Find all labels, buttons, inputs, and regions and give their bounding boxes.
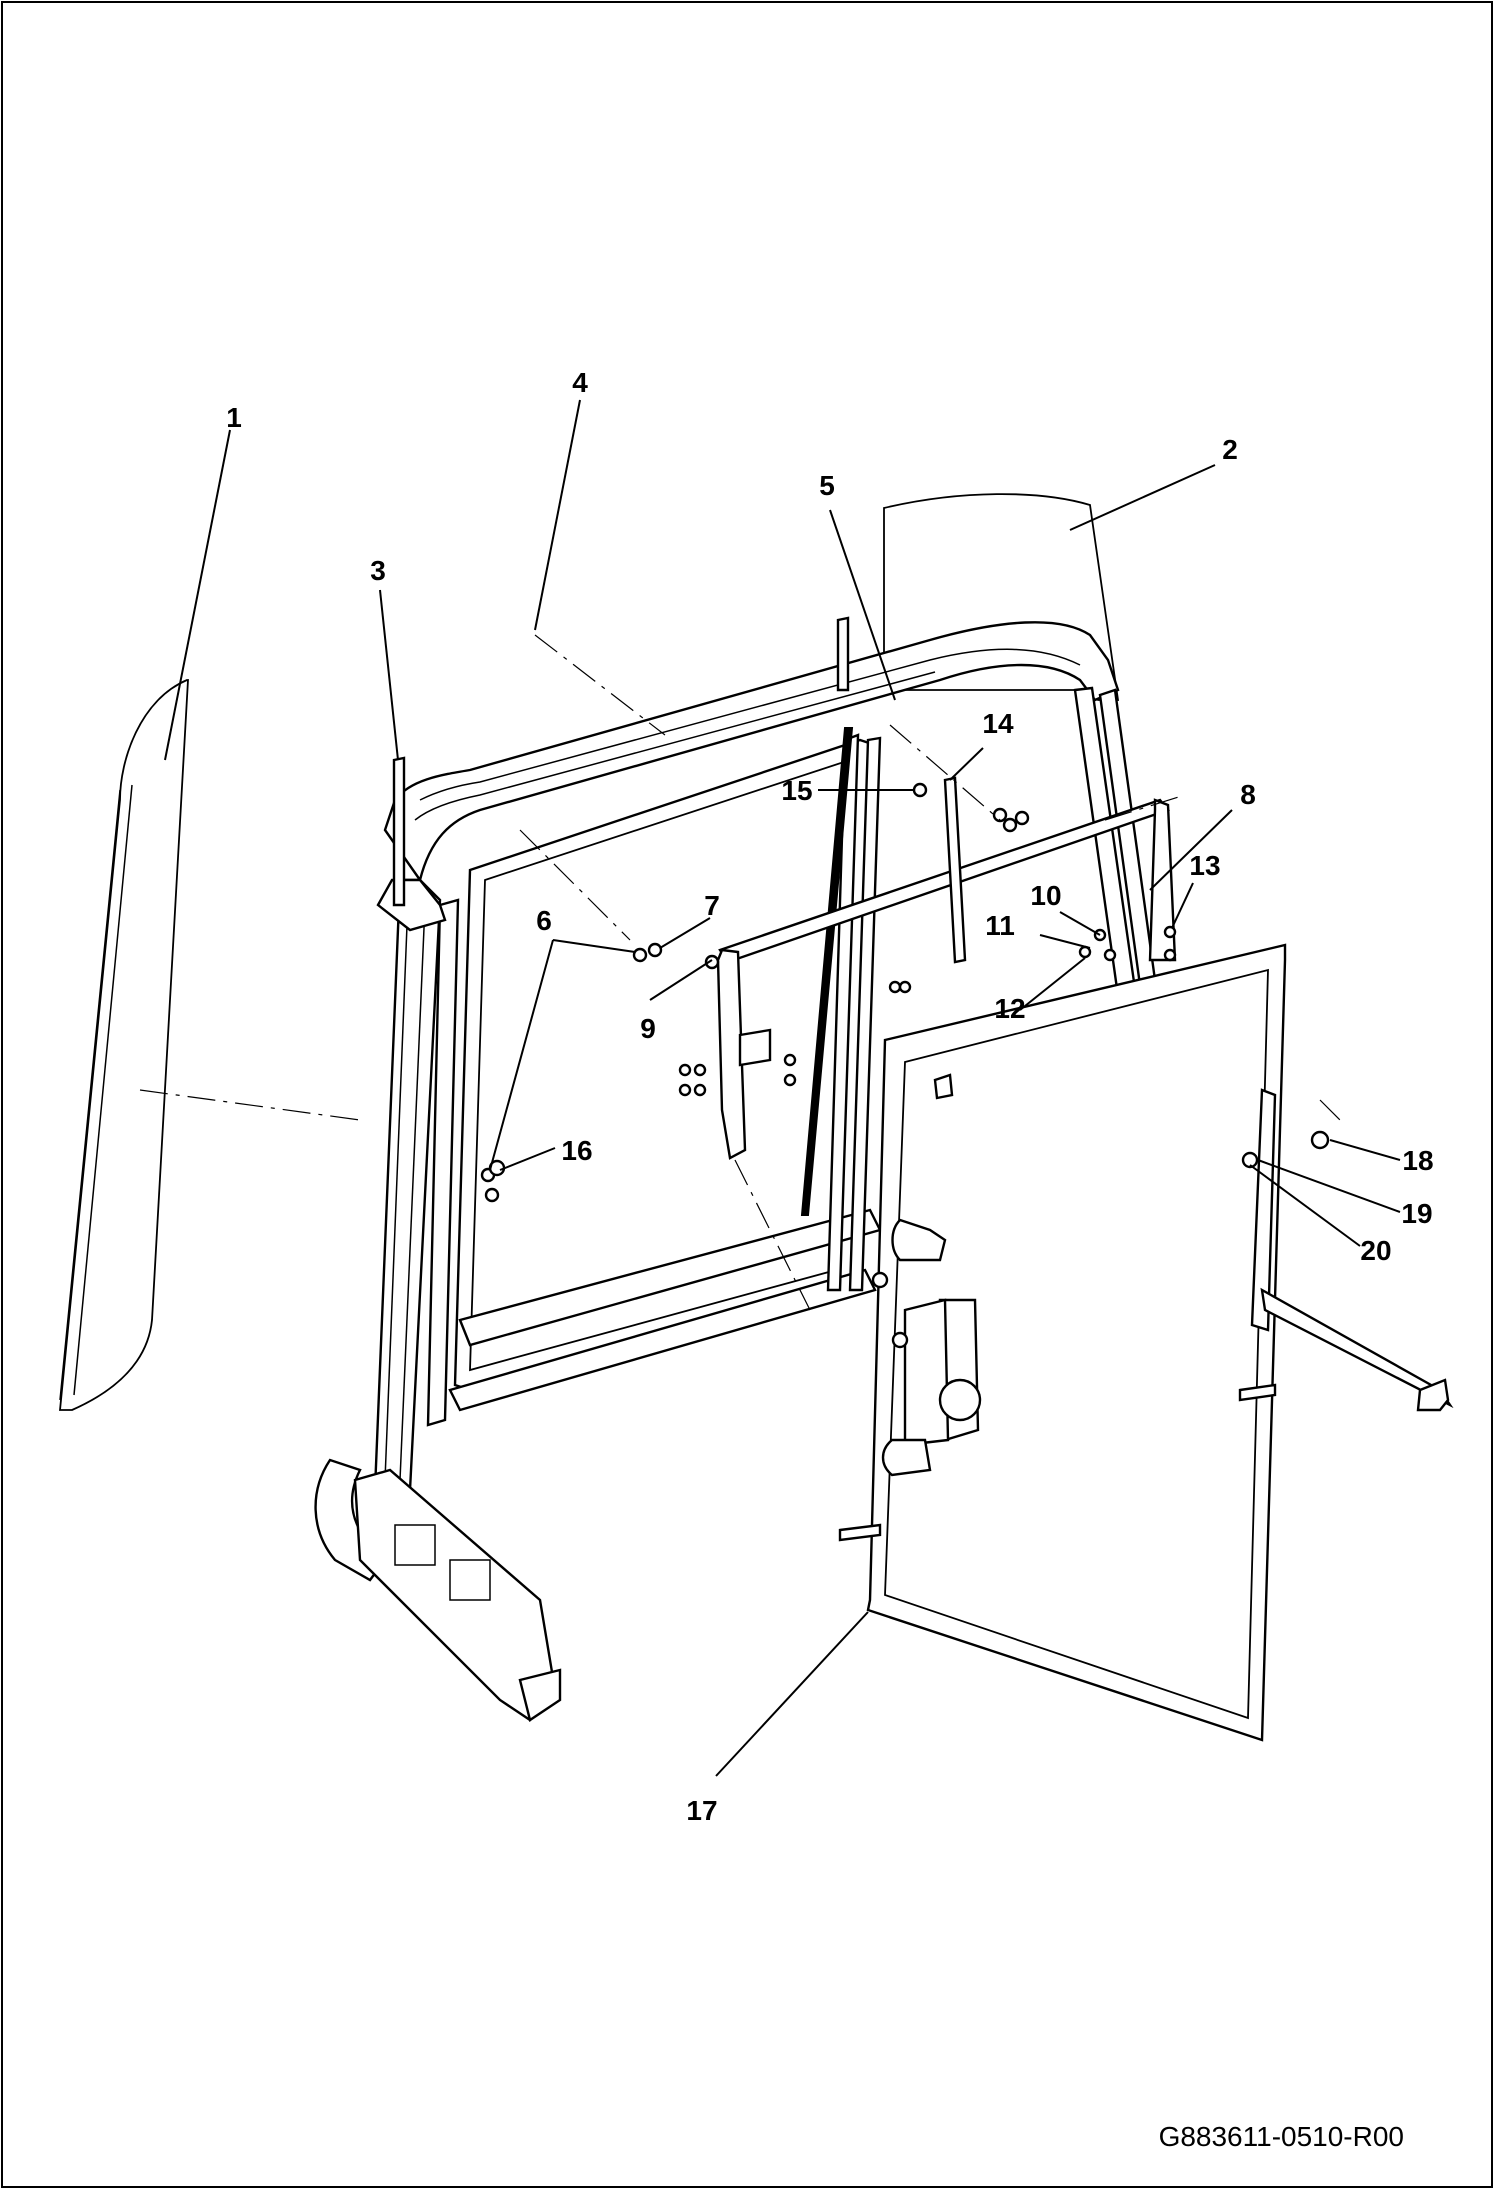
callout-8: 8 (1240, 779, 1256, 810)
callout-7: 7 (704, 890, 720, 921)
callout-2: 2 (1222, 434, 1238, 465)
callout-1: 1 (226, 402, 242, 433)
alignment-lines (139, 634, 1341, 1311)
cross-rod (716, 776, 1177, 1160)
callout-5: 5 (819, 470, 835, 501)
callout-4: 4 (572, 367, 588, 398)
drawing-code: G883611-0510-R00 (1159, 2121, 1404, 2152)
cab-frame (314, 616, 1157, 1722)
left-curved-glass-panel (59, 679, 189, 1411)
callout-17: 17 (686, 1795, 717, 1826)
callout-14: 14 (982, 708, 1014, 739)
leader-lines (164, 399, 1401, 1777)
door-panel (838, 943, 1454, 1742)
callout-labels: 1 2 3 4 5 6 7 8 9 10 11 12 13 14 15 16 1… (226, 367, 1433, 1826)
fastener-hardware (480, 782, 1330, 1349)
callout-9: 9 (640, 1013, 656, 1044)
callout-13: 13 (1189, 850, 1220, 881)
callout-15: 15 (781, 775, 812, 806)
callout-16: 16 (561, 1135, 592, 1166)
callout-18: 18 (1402, 1145, 1433, 1176)
callout-6: 6 (536, 905, 552, 936)
callout-10: 10 (1030, 880, 1061, 911)
callout-11: 11 (985, 910, 1015, 941)
callout-19: 19 (1401, 1198, 1432, 1229)
callout-20: 20 (1360, 1235, 1391, 1266)
callout-12: 12 (994, 993, 1025, 1024)
callout-3: 3 (370, 555, 386, 586)
